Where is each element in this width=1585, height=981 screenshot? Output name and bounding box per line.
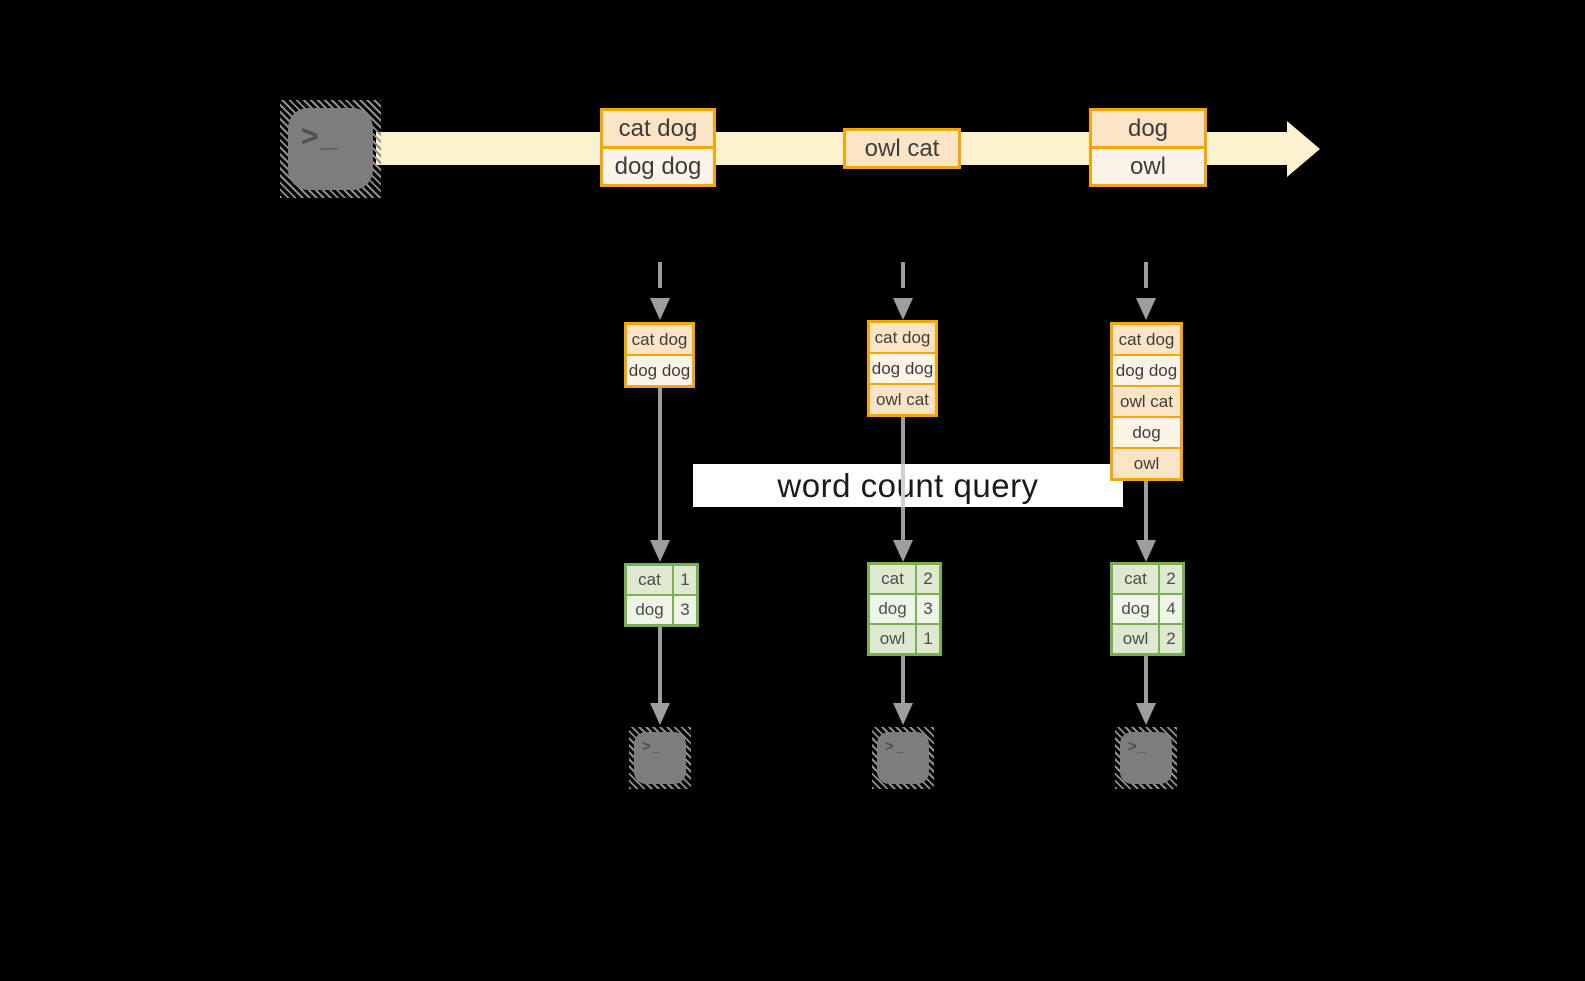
stream-event-box: dog owl xyxy=(1089,108,1207,187)
query-arrowhead-icon xyxy=(650,540,670,562)
count-cell: 4 xyxy=(1158,595,1182,623)
buffer-row: cat dog xyxy=(1113,325,1180,354)
sink-terminal-icon: >_ xyxy=(1115,727,1177,789)
word-cell: cat xyxy=(870,565,915,593)
stream-event-row: dog xyxy=(1092,111,1204,146)
snapshot-arrow-dash xyxy=(658,262,662,288)
stream-event-row: owl cat xyxy=(846,131,958,166)
word-cell: dog xyxy=(627,596,672,624)
snapshot-arrowhead-icon xyxy=(650,298,670,320)
output-connector-line xyxy=(658,627,662,703)
word-cell: cat xyxy=(627,566,672,594)
snapshot-arrow-dash xyxy=(901,262,905,288)
stream-event-row: owl xyxy=(1092,146,1204,184)
output-arrowhead-icon xyxy=(1136,703,1156,725)
terminal-screen: >_ xyxy=(1120,732,1172,784)
buffer-row: owl cat xyxy=(870,383,935,414)
word-cell: dog xyxy=(870,595,915,623)
source-terminal-icon: >_ xyxy=(280,100,381,198)
snapshot-arrowhead-icon xyxy=(893,298,913,320)
query-banner: word count query xyxy=(693,464,1123,507)
count-cell: 3 xyxy=(672,596,696,624)
buffer-row: owl xyxy=(1113,447,1180,478)
snapshot-arrowhead-icon xyxy=(1136,298,1156,320)
stream-arrow-head-icon xyxy=(1287,121,1320,177)
terminal-prompt-glyph: >_ xyxy=(885,738,905,755)
word-cell: owl xyxy=(870,625,915,653)
buffer-row: dog xyxy=(1113,416,1180,447)
query-banner-label: word count query xyxy=(777,466,1039,504)
buffer-row: owl cat xyxy=(1113,385,1180,416)
output-arrowhead-icon xyxy=(650,703,670,725)
word-cell: dog xyxy=(1113,595,1158,623)
terminal-prompt-glyph: >_ xyxy=(642,738,662,755)
sink-terminal-icon: >_ xyxy=(629,727,691,789)
query-arrowhead-icon xyxy=(1136,540,1156,562)
count-cell: 1 xyxy=(915,625,939,653)
count-cell: 1 xyxy=(672,566,696,594)
terminal-prompt-glyph: >_ xyxy=(1128,738,1148,755)
terminal-screen: >_ xyxy=(634,732,686,784)
output-arrowhead-icon xyxy=(893,703,913,725)
count-cell: 2 xyxy=(1158,565,1182,593)
output-connector-line xyxy=(1144,656,1148,703)
terminal-screen: >_ xyxy=(288,108,373,190)
snapshot-arrow-dash xyxy=(1144,262,1148,288)
query-connector-line xyxy=(658,388,662,540)
buffer-row: dog dog xyxy=(627,354,692,385)
output-connector-line xyxy=(901,656,905,703)
count-cell: 2 xyxy=(1158,625,1182,653)
buffer-stack: cat dog dog dog owl cat xyxy=(867,320,938,417)
stream-event-box: owl cat xyxy=(843,128,961,169)
stream-event-row: cat dog xyxy=(603,111,713,146)
word-cell: cat xyxy=(1113,565,1158,593)
query-arrowhead-icon xyxy=(893,540,913,562)
buffer-stack: cat dog dog dog owl cat dog owl xyxy=(1110,322,1183,481)
count-table: cat 2 dog 3 owl 1 xyxy=(867,562,942,656)
buffer-row: dog dog xyxy=(1113,354,1180,385)
buffer-row: cat dog xyxy=(627,325,692,354)
count-table: cat 1 dog 3 xyxy=(624,563,699,627)
query-connector-line-over-banner xyxy=(901,464,905,507)
word-cell: owl xyxy=(1113,625,1158,653)
count-cell: 2 xyxy=(915,565,939,593)
buffer-stack: cat dog dog dog xyxy=(624,322,695,388)
sink-terminal-icon: >_ xyxy=(872,727,934,789)
stream-event-row: dog dog xyxy=(603,146,713,184)
stream-event-box: cat dog dog dog xyxy=(600,108,716,187)
buffer-row: cat dog xyxy=(870,323,935,352)
query-connector-line xyxy=(1144,481,1148,540)
buffer-row: dog dog xyxy=(870,352,935,383)
terminal-prompt-glyph: >_ xyxy=(301,120,340,153)
terminal-screen: >_ xyxy=(877,732,929,784)
count-cell: 3 xyxy=(915,595,939,623)
count-table: cat 2 dog 4 owl 2 xyxy=(1110,562,1185,656)
